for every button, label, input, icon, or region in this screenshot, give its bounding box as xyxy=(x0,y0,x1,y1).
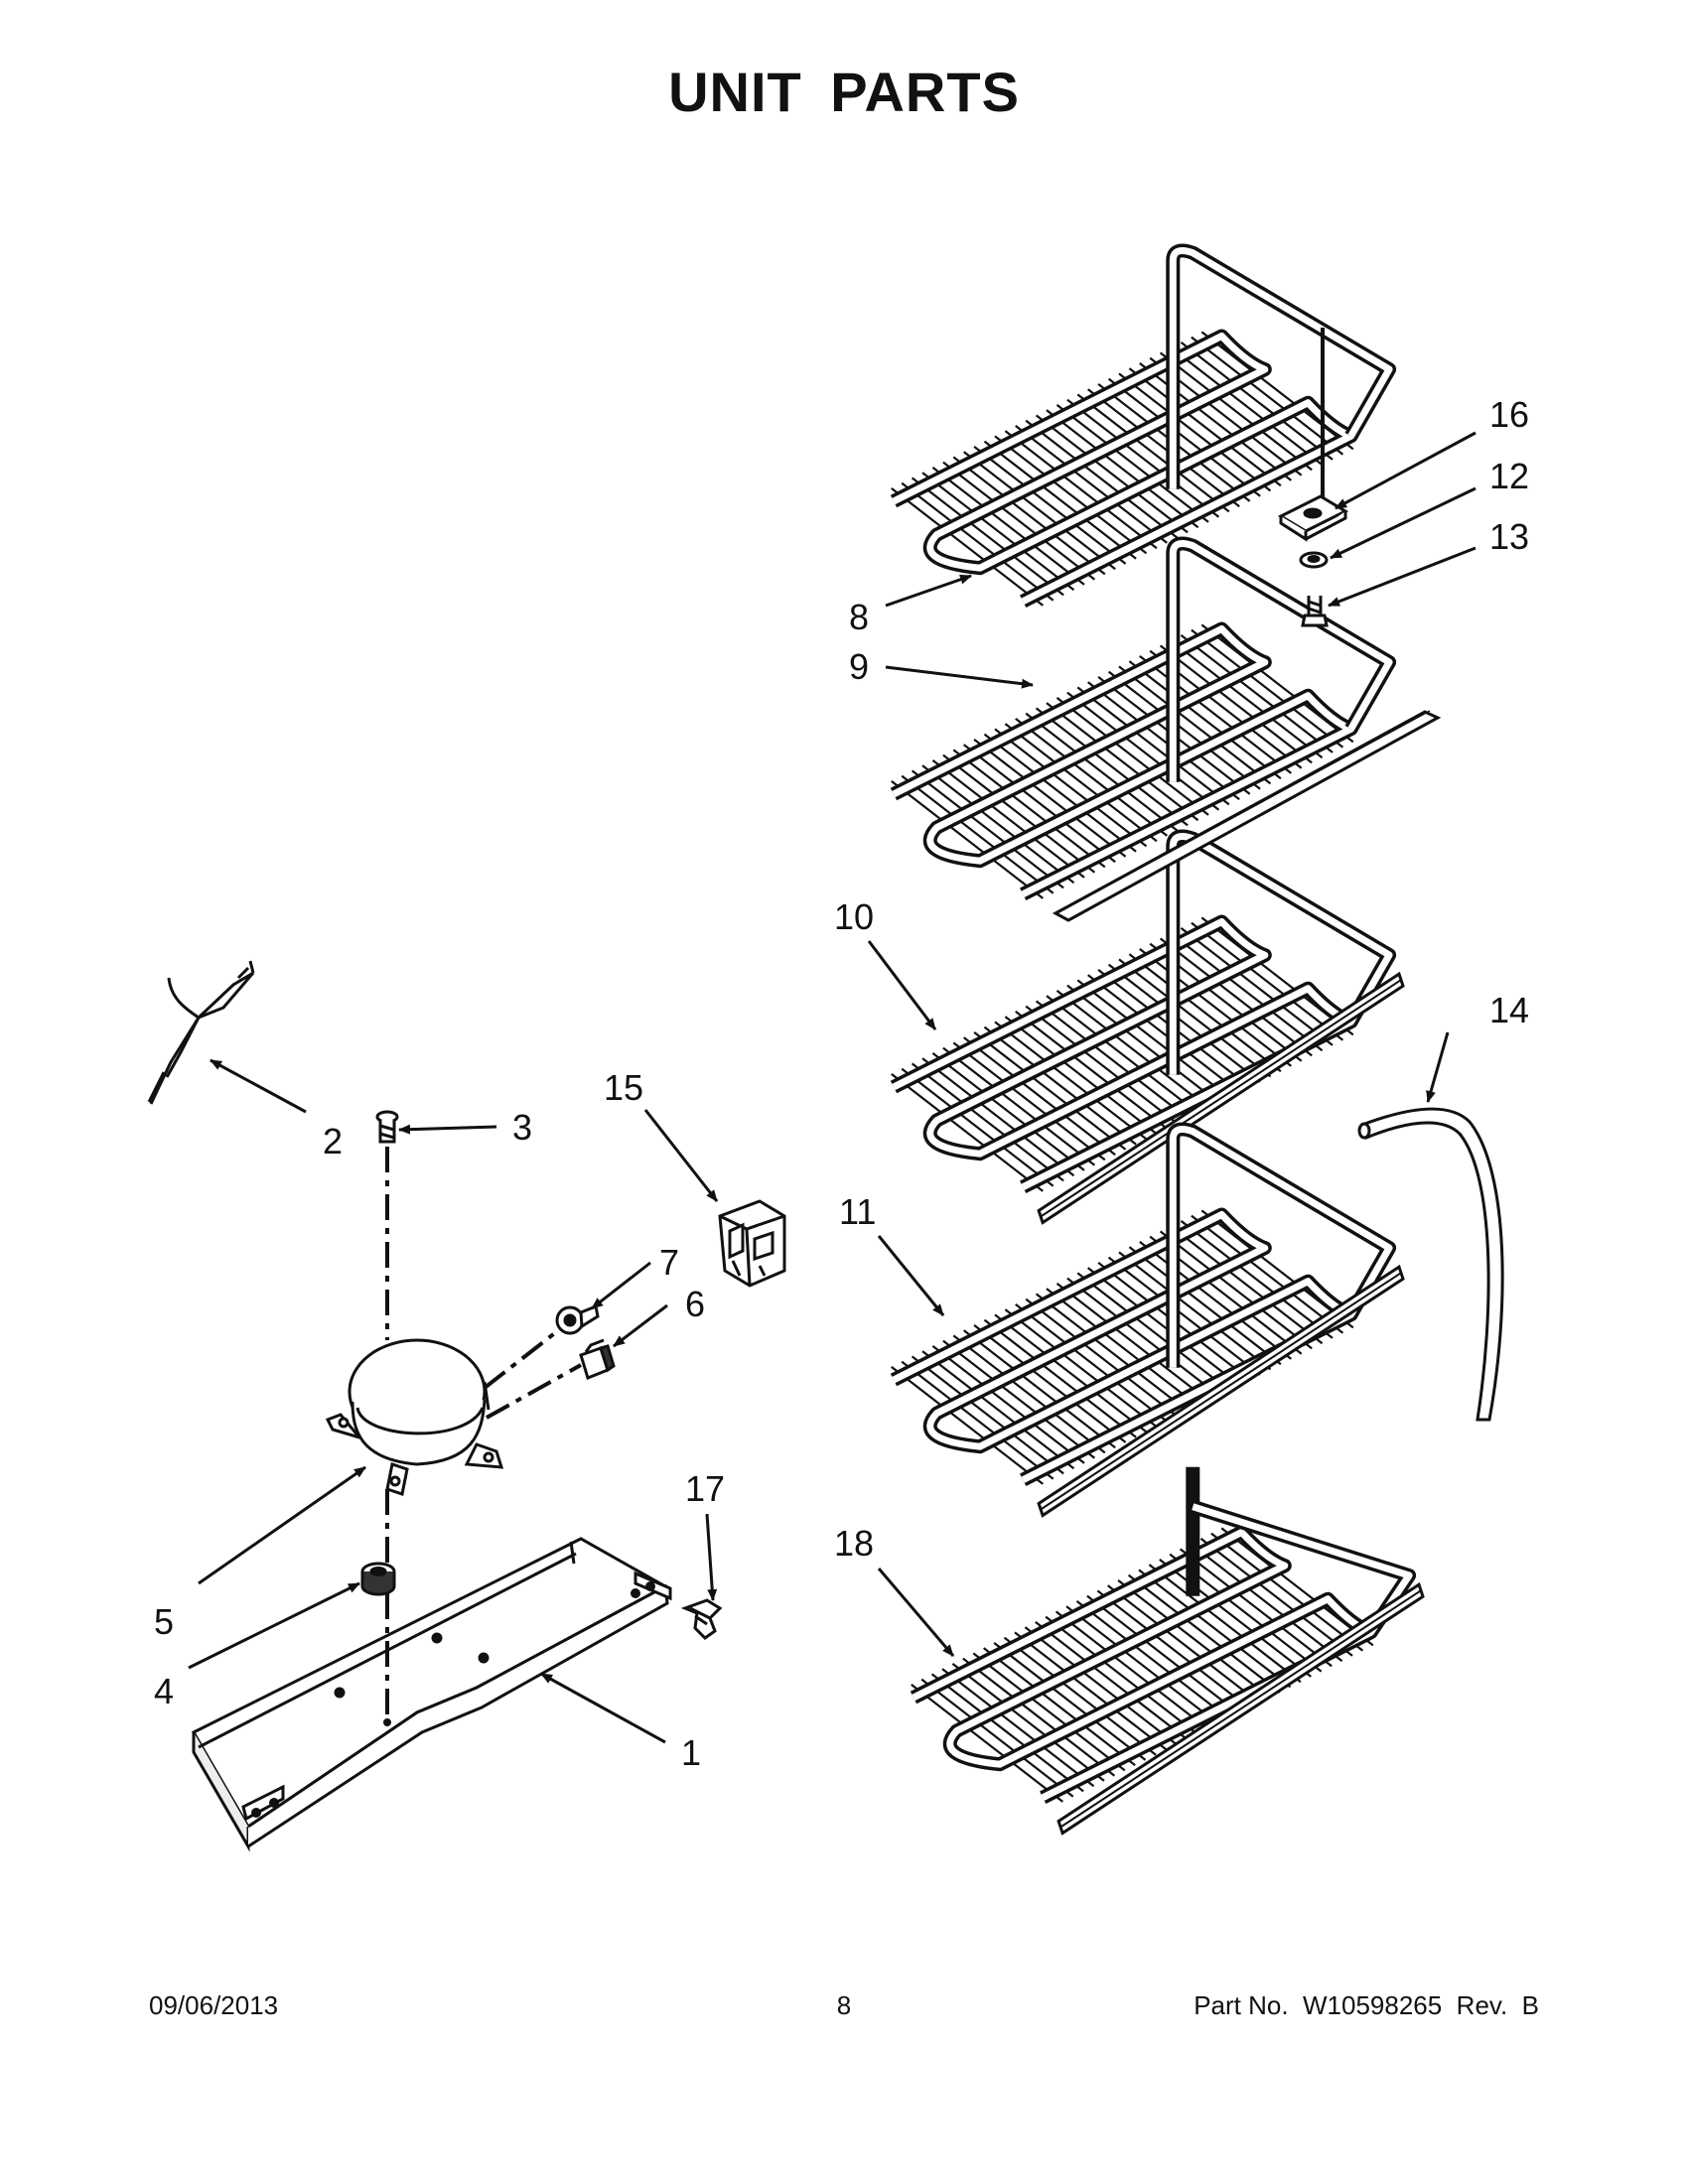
callout-2: 2 xyxy=(323,1121,343,1161)
washer xyxy=(1299,551,1329,569)
base-pan xyxy=(191,1537,672,1852)
callout-12: 12 xyxy=(1489,456,1529,496)
callout-16: 16 xyxy=(1489,394,1529,435)
callout-labels: 1 2 3 4 5 6 7 8 9 10 11 12 13 14 15 16 1… xyxy=(154,394,1529,1773)
callout-10: 10 xyxy=(834,896,874,937)
condenser-coil-11 xyxy=(890,1122,1405,1518)
callout-7: 7 xyxy=(659,1242,679,1283)
condenser-coil-10 xyxy=(890,829,1405,1225)
callout-13: 13 xyxy=(1489,516,1529,557)
callout-1: 1 xyxy=(681,1732,701,1773)
overload-protector xyxy=(555,1303,600,1335)
footer-part-number: Part No. W10598265 Rev. B xyxy=(1194,1990,1539,2020)
condenser-coil-8 xyxy=(890,243,1397,609)
start-relay xyxy=(579,1338,616,1380)
page-title: UNIT PARTS xyxy=(668,61,1020,123)
mounting-screw xyxy=(375,1110,399,1144)
mount-pad xyxy=(1277,494,1349,542)
grommet xyxy=(360,1562,396,1596)
callout-8: 8 xyxy=(849,597,869,637)
assembly-lines xyxy=(385,1147,582,1717)
callout-15: 15 xyxy=(604,1067,643,1108)
compressor xyxy=(325,1338,504,1496)
electrical-cover xyxy=(718,1199,786,1288)
coil-screw xyxy=(1301,596,1329,627)
callout-18: 18 xyxy=(834,1523,874,1564)
condenser-coil-9 xyxy=(890,536,1397,901)
callout-14: 14 xyxy=(1489,990,1529,1030)
condenser-coil-stack xyxy=(890,243,1425,1836)
thermostat-bulb xyxy=(147,960,255,1105)
foam-strip xyxy=(1052,710,1442,922)
callout-4: 4 xyxy=(154,1671,174,1711)
drain-tube xyxy=(1357,1107,1504,1422)
callout-5: 5 xyxy=(154,1601,174,1642)
callout-11: 11 xyxy=(839,1191,876,1232)
base-screw xyxy=(680,1598,723,1640)
callout-3: 3 xyxy=(512,1107,532,1148)
callout-17: 17 xyxy=(685,1468,725,1509)
footer-page-number: 8 xyxy=(836,1990,852,2020)
callout-9: 9 xyxy=(849,646,869,687)
callout-6: 6 xyxy=(685,1284,705,1324)
footer-date: 09/06/2013 xyxy=(149,1990,279,2020)
condenser-coil-18 xyxy=(910,1466,1425,1836)
leader-arrows xyxy=(188,431,1477,1744)
